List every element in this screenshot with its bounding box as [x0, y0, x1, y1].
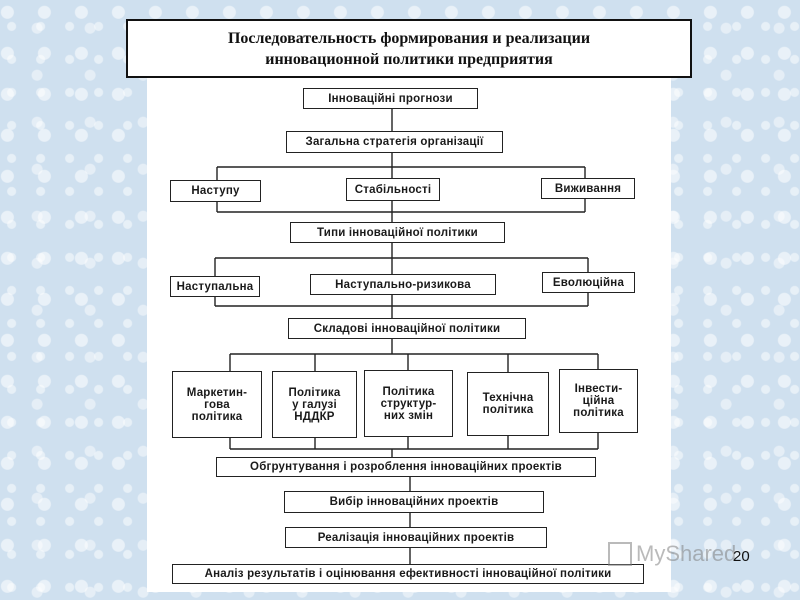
box-justification: Обгрунтування і розроблення інноваційних…: [216, 457, 596, 477]
slide-number: 20: [733, 548, 750, 565]
component-rnd-line-1: Політика: [288, 386, 341, 399]
component-structural-line-2: структур-: [380, 397, 437, 410]
box-component-structural: Політика структур- них змін: [364, 370, 453, 437]
component-marketing-line-1: Маркетин-: [186, 386, 248, 399]
box-policy-offensive-risky: Наступально-ризикова: [310, 274, 496, 295]
box-component-investment: Інвести- ційна політика: [559, 369, 638, 433]
component-investment-line-1: Інвести-: [574, 383, 623, 395]
component-structural-line-1: Політика: [382, 385, 435, 398]
slide-title: Последовательность формирования и реализ…: [126, 19, 692, 78]
box-project-selection: Вибір інноваційних проектів: [284, 491, 544, 513]
box-components-title: Складові інноваційної політики: [288, 318, 526, 339]
watermark-text: MyShared: [636, 541, 737, 566]
component-structural-line-3: них змін: [383, 409, 434, 422]
component-marketing-line-2: гова: [204, 398, 230, 411]
component-rnd-line-2: у галузі: [292, 398, 337, 411]
box-project-implementation: Реалізація інноваційних проектів: [285, 527, 547, 548]
component-investment-line-2: ційна: [582, 395, 615, 407]
component-technical-line-1: Технічна: [482, 392, 534, 404]
box-policy-evolutionary: Еволюційна: [542, 272, 635, 293]
box-strategy-survival: Виживання: [541, 178, 635, 199]
box-policy-offensive: Наступальна: [170, 276, 260, 297]
component-marketing-line-3: політика: [191, 410, 243, 423]
watermark-logo: MyShared: [608, 541, 736, 567]
box-policy-types-title: Типи інноваційної політики: [290, 222, 505, 243]
box-strategy-stability: Стабільності: [346, 178, 440, 201]
box-component-rnd: Політика у галузі НДДКР: [272, 371, 357, 438]
box-results-analysis: Аналіз результатів і оцінювання ефективн…: [172, 564, 644, 584]
box-component-technical: Технічна політика: [467, 372, 549, 436]
box-component-marketing: Маркетин- гова політика: [172, 371, 262, 438]
component-rnd-line-3: НДДКР: [294, 410, 335, 423]
box-general-strategy: Загальна стратегія організації: [286, 131, 503, 153]
title-line-1: Последовательность формирования и реализ…: [227, 29, 591, 47]
component-investment-line-3: політика: [573, 407, 624, 419]
component-technical-line-2: політика: [482, 404, 534, 416]
title-line-2: инновационной политики предприятия: [265, 50, 553, 68]
box-innovation-forecasts: Інноваційні прогнози: [303, 88, 478, 109]
box-strategy-offense: Наступу: [170, 180, 261, 202]
watermark-icon: [608, 542, 632, 566]
